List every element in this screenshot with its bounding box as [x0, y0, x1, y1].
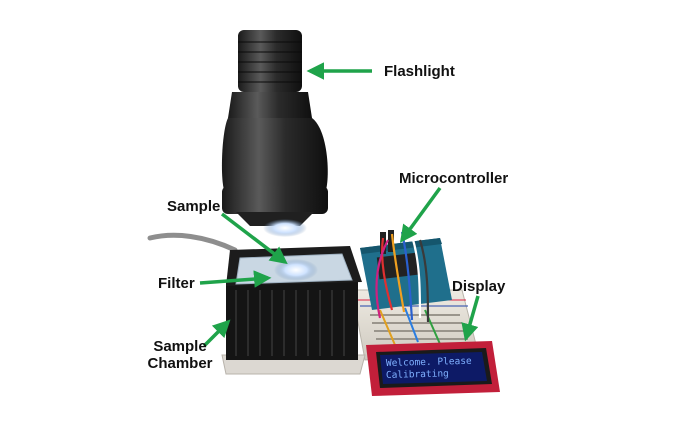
flashlight-beam [263, 219, 307, 237]
arrow-filter [199, 270, 272, 288]
lcd-line-2: Calibrating [386, 368, 449, 381]
sample-chamber [221, 246, 366, 375]
annotation-arrows [199, 62, 480, 348]
label-sample-chamber: Sample Chamber [147, 338, 213, 372]
cable [147, 232, 238, 253]
arrow-sample [220, 212, 288, 265]
label-sample: Sample [167, 198, 221, 215]
label-sample-chamber-line-1: Sample [153, 338, 207, 355]
sample-glow [274, 259, 318, 281]
label-flashlight: Flashlight [384, 63, 455, 80]
microcontroller-board [360, 230, 452, 310]
label-display: Display [452, 278, 506, 295]
flashlight-device [221, 30, 328, 237]
label-microcontroller: Microcontroller [399, 170, 509, 187]
arrow-sample-chamber [202, 319, 231, 348]
arrow-display [461, 295, 480, 342]
lcd-line-1: Welcome. Please [386, 356, 472, 369]
label-sample-chamber-line-2: Chamber [147, 355, 213, 372]
lcd-module: Welcome. Please Calibrating [366, 341, 500, 396]
arrow-microcontroller [399, 186, 442, 243]
label-filter: Filter [158, 275, 195, 292]
